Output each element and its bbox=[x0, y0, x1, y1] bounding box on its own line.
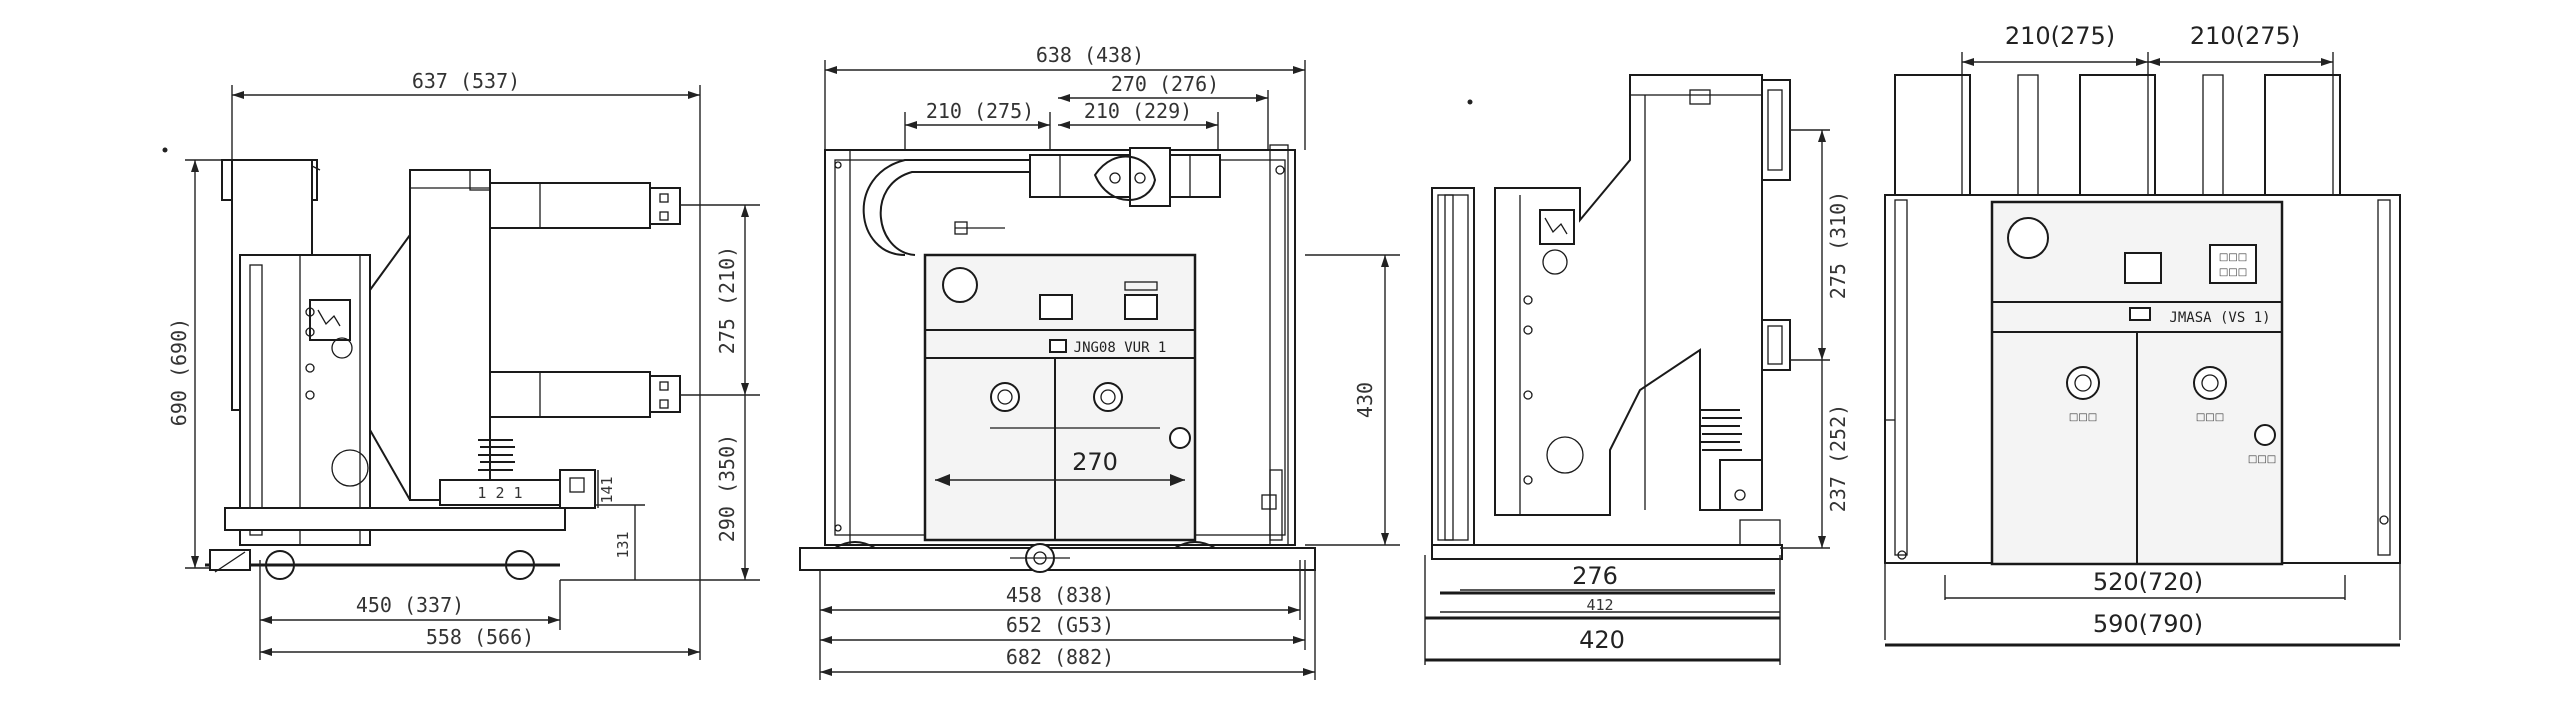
view1-wheelbase-label: 450 (337) bbox=[356, 593, 464, 617]
view1-height-label: 690 (690) bbox=[167, 318, 191, 426]
view1-small-dim-1: 141 bbox=[598, 476, 616, 503]
svg-text:□□□: □□□ bbox=[2219, 252, 2247, 263]
view2-pole-pitch-right: 270 (276) bbox=[1111, 72, 1219, 96]
view1-width-top-label: 637 (537) bbox=[412, 69, 520, 93]
view3-width-2: 412 bbox=[1586, 596, 1613, 614]
view2-inner-width-label: 270 bbox=[1072, 448, 1118, 476]
view4-front-view: 210(275) 210(275) □□□ □□□ bbox=[1884, 22, 2401, 647]
view4-width-outer: 590(790) bbox=[2093, 610, 2203, 638]
svg-text:□□□: □□□ bbox=[2196, 412, 2224, 423]
view2-front-view: 638 (438) 270 (276) 210 (275) 210 (229) bbox=[799, 43, 1400, 680]
view3-width-1: 276 bbox=[1572, 562, 1618, 590]
view2-bottom-3: 682 (882) bbox=[1006, 645, 1114, 669]
view1-side-view: 637 (537) 690 (690) bbox=[162, 69, 760, 660]
svg-text:1 2 1: 1 2 1 bbox=[477, 484, 522, 502]
view1-pole-spacing-label: 275 (210) bbox=[715, 246, 739, 354]
view2-bottom-1: 458 (838) bbox=[1006, 583, 1114, 607]
svg-text:□□□: □□□ bbox=[2248, 454, 2276, 465]
view2-nameplate: JNG08 VUR 1 bbox=[1074, 340, 1167, 356]
view2-depth-label: 430 bbox=[1353, 382, 1377, 418]
view4-nameplate: JMASA (VS 1) bbox=[2169, 310, 2270, 326]
view3-lower-height-label: 237 (252) bbox=[1826, 404, 1850, 512]
view2-pole-pitch-mid: 210 (229) bbox=[1084, 99, 1192, 123]
view4-width-inner: 520(720) bbox=[2093, 568, 2203, 596]
view1-lower-height-label: 290 (350) bbox=[715, 434, 739, 542]
view3-side-view: 275 (310) 237 (252) 276 412 420 bbox=[1424, 74, 1850, 665]
view2-bottom-2: 652 (G53) bbox=[1006, 613, 1114, 637]
view2-pole-pitch-left: 210 (275) bbox=[926, 99, 1034, 123]
svg-text:□□□: □□□ bbox=[2219, 267, 2247, 278]
view1-small-dim-2: 131 bbox=[614, 531, 632, 558]
view1-base-length-label: 558 (566) bbox=[426, 625, 534, 649]
view3-upper-height-label: 275 (310) bbox=[1826, 191, 1850, 299]
view4-pitch-right: 210(275) bbox=[2190, 22, 2300, 50]
svg-text:□□□: □□□ bbox=[2069, 412, 2097, 423]
view3-width-3: 420 bbox=[1579, 626, 1625, 654]
view4-pitch-left: 210(275) bbox=[2005, 22, 2115, 50]
view2-width-label: 638 (438) bbox=[1036, 43, 1144, 67]
